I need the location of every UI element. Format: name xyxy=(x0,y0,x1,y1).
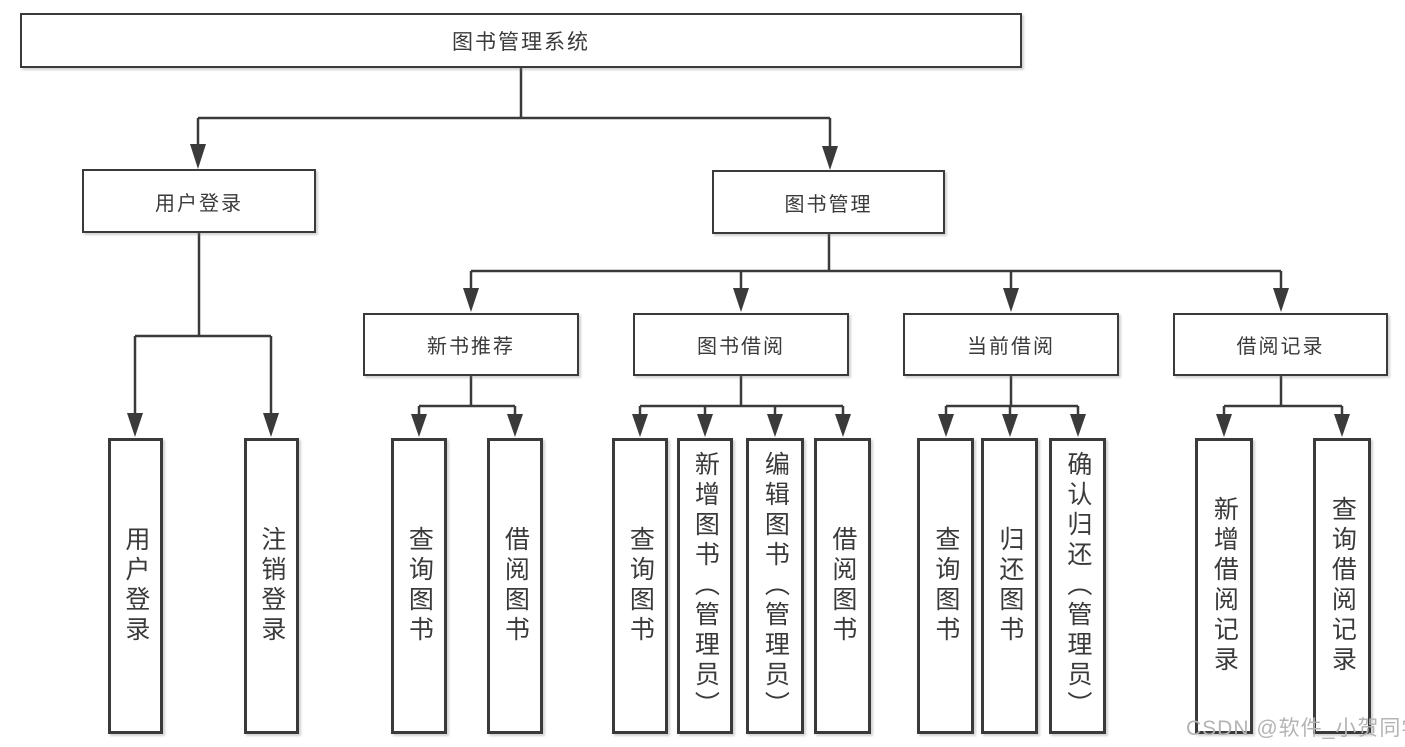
node-user-login-label: 用户登录 xyxy=(155,192,243,215)
leaf-borrow-books: 借阅图书 xyxy=(814,438,871,734)
leaf-user-login-label: 用户登录 xyxy=(121,526,150,646)
node-library-system-label: 图书管理系统 xyxy=(452,30,590,54)
leaf-add-books-admin: 新增图书（管理员） xyxy=(677,438,733,734)
leaf-query-books-current-label: 查询图书 xyxy=(931,526,960,646)
leaf-logout: 注销登录 xyxy=(244,438,299,734)
node-borrow-records-label: 借阅记录 xyxy=(1236,336,1325,358)
node-library-system: 图书管理系统 xyxy=(20,13,1022,68)
arrowheads xyxy=(127,144,1350,437)
node-user-login: 用户登录 xyxy=(82,169,316,233)
leaf-logout-label: 注销登录 xyxy=(257,526,286,646)
node-new-book-recommend: 新书推荐 xyxy=(363,313,579,376)
leaf-edit-books-admin: 编辑图书（管理员） xyxy=(746,438,804,734)
node-book-management: 图书管理 xyxy=(712,170,945,234)
leaf-user-login: 用户登录 xyxy=(108,438,163,734)
node-book-borrow-label: 图书借阅 xyxy=(697,336,785,358)
node-borrow-records: 借阅记录 xyxy=(1173,313,1388,376)
leaf-query-books-current: 查询图书 xyxy=(917,438,974,734)
leaf-query-books-recommend-label: 查询图书 xyxy=(405,526,434,646)
leaf-borrow-books-recommend: 借阅图书 xyxy=(487,438,543,734)
tree-edges xyxy=(133,68,1344,416)
csdn-watermark: CSDN @软件_小贺同学 xyxy=(1186,717,1405,740)
node-new-book-recommend-label: 新书推荐 xyxy=(427,336,515,358)
leaf-return-books: 归还图书 xyxy=(981,438,1038,734)
leaf-confirm-return-admin: 确认归还（管理员） xyxy=(1049,438,1106,734)
node-current-borrow-label: 当前借阅 xyxy=(967,336,1055,358)
leaf-add-borrow-record-label: 新增借阅记录 xyxy=(1210,496,1239,676)
leaf-return-books-label: 归还图书 xyxy=(995,526,1024,646)
leaf-borrow-books-recommend-label: 借阅图书 xyxy=(501,526,530,646)
leaf-add-books-admin-label: 新增图书（管理员） xyxy=(691,451,720,721)
node-current-borrow: 当前借阅 xyxy=(903,313,1119,376)
leaf-query-borrow-record-label: 查询借阅记录 xyxy=(1328,496,1357,676)
leaf-query-books-borrow: 查询图书 xyxy=(612,438,668,734)
leaf-query-borrow-record: 查询借阅记录 xyxy=(1313,438,1371,734)
leaf-borrow-books-label: 借阅图书 xyxy=(828,526,857,646)
node-book-management-label: 图书管理 xyxy=(784,193,873,216)
leaf-query-books-recommend: 查询图书 xyxy=(391,438,447,734)
leaf-confirm-return-admin-label: 确认归还（管理员） xyxy=(1063,451,1092,721)
leaf-edit-books-admin-label: 编辑图书（管理员） xyxy=(761,451,790,721)
node-book-borrow: 图书借阅 xyxy=(633,313,849,376)
leaf-query-books-borrow-label: 查询图书 xyxy=(626,526,655,646)
leaf-add-borrow-record: 新增借阅记录 xyxy=(1195,438,1253,734)
